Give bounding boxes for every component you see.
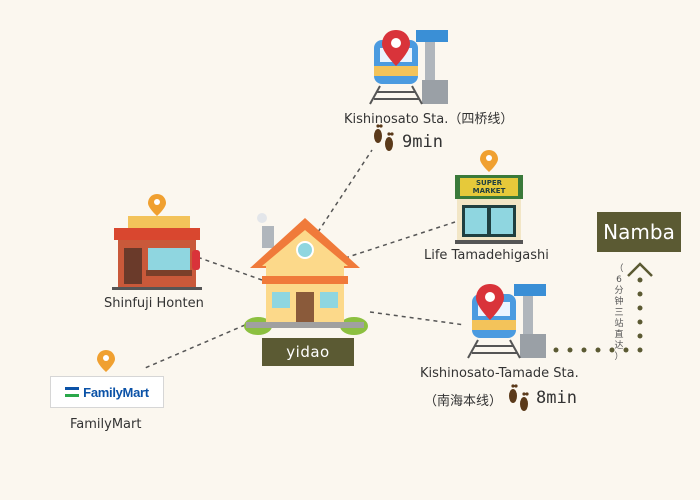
tamade-label: Kishinosato-Tamade Sta. [420, 366, 579, 381]
map-pin-icon [476, 284, 504, 320]
familymart-logo-text: FamilyMart [83, 384, 149, 400]
train-station-icon [467, 284, 546, 359]
note-char: 达 [614, 341, 624, 351]
note-char: 站 [614, 319, 624, 329]
footprints-icon [509, 384, 529, 411]
familymart-stripes-icon [65, 387, 80, 397]
yidao-label: yidao [262, 338, 354, 366]
line-to-life [344, 221, 456, 259]
tamade-walk-time: 8min [536, 388, 577, 408]
supermarket-icon [455, 175, 523, 244]
map-pin-icon [148, 194, 166, 216]
house-icon [244, 213, 368, 335]
shinfuji-label: Shinfuji Honten [104, 296, 204, 311]
life-label: Life Tamadehigashi [424, 248, 549, 263]
kishinosato-label: Kishinosato Sta.（四桥线） [344, 112, 514, 127]
note-char: 三 [614, 308, 624, 318]
tamade-line-label: （南海本线） [424, 394, 503, 409]
note-char: ） [614, 352, 624, 362]
route-to-namba [553, 277, 643, 353]
familymart-label: FamilyMart [70, 417, 142, 432]
map-pin-icon [382, 30, 410, 66]
note-char: 钟 [614, 297, 624, 307]
map-pin-icon [97, 350, 115, 372]
kishinosato-walk-time: 9min [402, 132, 443, 152]
namba-label: Namba [597, 212, 681, 252]
note-char: 6 [616, 275, 622, 285]
line-to-kishinosato [317, 149, 373, 233]
line-to-familymart [144, 324, 246, 369]
note-char: （ [614, 264, 624, 274]
sign-line-2: MARKET [472, 187, 506, 195]
map-pin-icon [480, 150, 498, 172]
line-to-tamade [369, 311, 466, 326]
connector-lines [144, 149, 466, 369]
supermarket-sign: SUPER MARKET [460, 178, 518, 197]
line-to-shinfuji [199, 257, 263, 281]
shop-icon [112, 216, 202, 290]
note-char: 直 [614, 330, 624, 340]
note-char: 分 [614, 286, 624, 296]
namba-note: （ 6 分 钟 三 站 直 达 ） [612, 264, 626, 363]
chevron-up-icon [627, 262, 653, 277]
footprints-icon [374, 124, 394, 151]
familymart-logo: FamilyMart [50, 376, 164, 408]
sign-line-1: SUPER [475, 179, 503, 187]
